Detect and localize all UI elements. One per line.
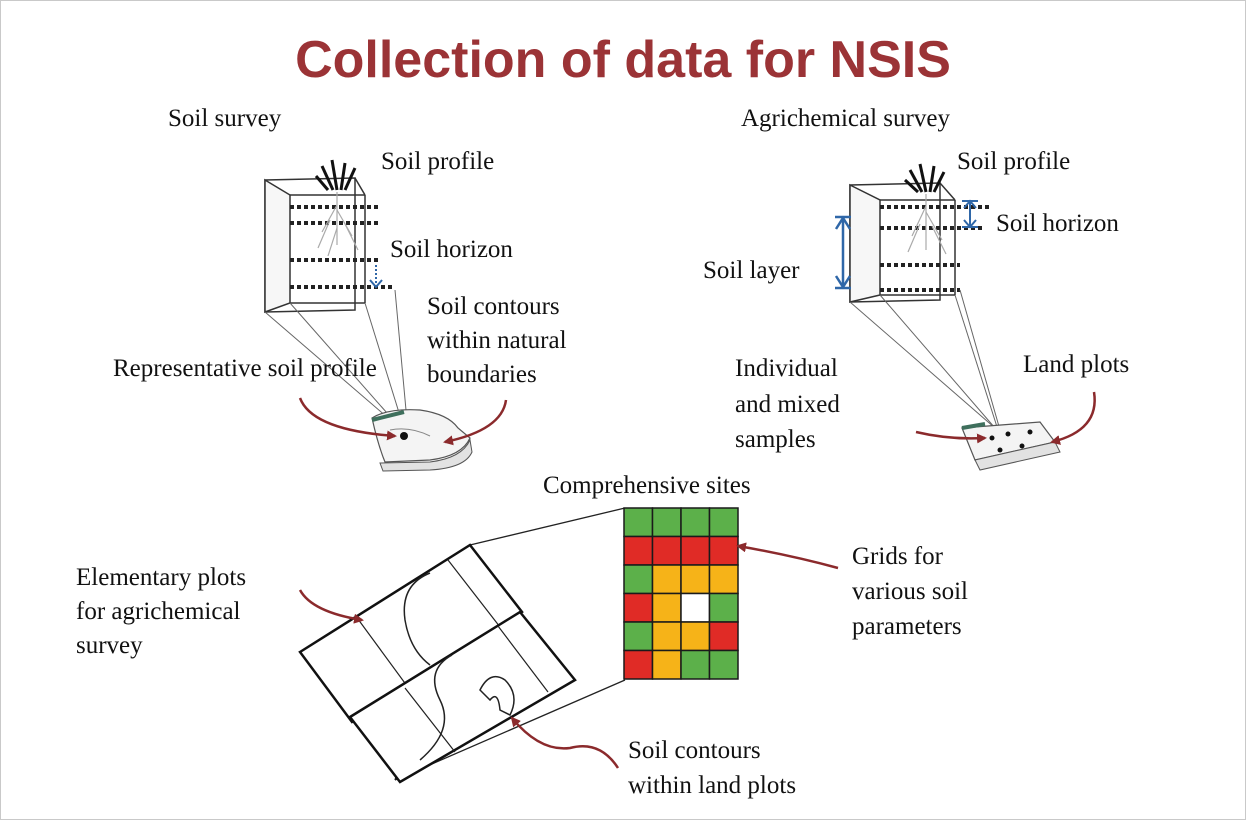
map-plot-right xyxy=(961,421,1061,471)
grid-cell-orange xyxy=(680,564,711,595)
soil-survey-profile-label: Soil profile xyxy=(381,148,495,175)
soil-contours-natural-line2: within natural xyxy=(427,327,567,354)
agrichemical-profile-label: Soil profile xyxy=(957,148,1071,175)
grid-cell-green xyxy=(623,621,654,652)
grid-cell-orange xyxy=(651,564,682,595)
grid-cell-green xyxy=(651,507,682,538)
agrichemical-survey-heading: Agrichemical survey xyxy=(741,105,950,132)
arrows-left xyxy=(298,397,508,446)
soil-horizon-lines-left xyxy=(290,205,395,289)
grid-cell-red xyxy=(623,535,654,566)
soil-layer-marker xyxy=(834,215,852,290)
grid-cell-orange xyxy=(651,649,682,680)
grid-cell-green xyxy=(623,564,654,595)
plant-left xyxy=(314,159,357,191)
soil-profile-block-left xyxy=(264,177,366,314)
grid-cell-orange xyxy=(651,592,682,623)
soil-contours-natural-line1: Soil contours xyxy=(427,293,560,320)
arrows-bottom xyxy=(298,542,839,769)
agrichemical-horizon-label: Soil horizon xyxy=(996,210,1119,237)
grids-line1: Grids for xyxy=(852,543,943,570)
grids-line3: parameters xyxy=(852,613,962,640)
grid-cell-orange xyxy=(680,621,711,652)
representative-profile-label: Representative soil profile xyxy=(113,355,377,382)
contours-land-plots-line2: within land plots xyxy=(628,772,797,799)
grid-cell-white xyxy=(680,592,711,623)
grid-cell-green xyxy=(708,507,739,538)
contours-land-plots-line1: Soil contours xyxy=(628,737,761,764)
grid-cell-green xyxy=(680,507,711,538)
plant-right xyxy=(903,163,946,194)
roots-left xyxy=(317,192,359,257)
grid-cell-red xyxy=(680,535,711,566)
grid-cell-orange xyxy=(708,564,739,595)
roots-right xyxy=(907,194,947,255)
grid-cell-green xyxy=(623,507,654,538)
samples-line3: samples xyxy=(735,426,816,453)
soil-horizon-marker-right xyxy=(962,199,978,229)
soil-survey-heading: Soil survey xyxy=(168,105,282,132)
land-plots-label: Land plots xyxy=(1023,351,1130,378)
elementary-plots-line2: for agrichemical xyxy=(76,598,241,625)
grid-cell-green xyxy=(708,649,739,680)
elementary-plot-upper xyxy=(298,543,524,724)
soil-survey-horizon-label: Soil horizon xyxy=(390,236,513,263)
soil-layer-label: Soil layer xyxy=(703,257,800,284)
samples-line2: and mixed xyxy=(735,391,840,418)
elementary-plots-line1: Elementary plots xyxy=(76,564,247,591)
soil-profile-block-right xyxy=(849,182,956,303)
samples-line1: Individual xyxy=(735,355,838,382)
soil-contours-natural-line3: boundaries xyxy=(427,361,537,388)
grid-cell-red xyxy=(708,621,739,652)
grids-line2: various soil xyxy=(852,578,968,605)
arrows-right xyxy=(915,391,1096,445)
elementary-plots-line3: survey xyxy=(76,632,143,659)
grid-cell-green xyxy=(708,592,739,623)
grid-cell-red xyxy=(708,535,739,566)
soil-parameter-grid xyxy=(623,507,739,680)
grid-cell-red xyxy=(651,535,682,566)
map-plot-left xyxy=(371,409,473,472)
grid-cell-green xyxy=(680,649,711,680)
profile-point xyxy=(400,432,408,440)
grid-cell-red xyxy=(623,592,654,623)
grid-cell-orange xyxy=(651,621,682,652)
funnel-lines-right xyxy=(849,289,1001,431)
slide-title: Collection of data for NSIS xyxy=(295,31,951,89)
elementary-plot-lower xyxy=(348,610,577,784)
soil-horizon-marker-left xyxy=(369,265,383,289)
comprehensive-sites-heading: Comprehensive sites xyxy=(543,472,751,499)
grid-cell-red xyxy=(623,649,654,680)
